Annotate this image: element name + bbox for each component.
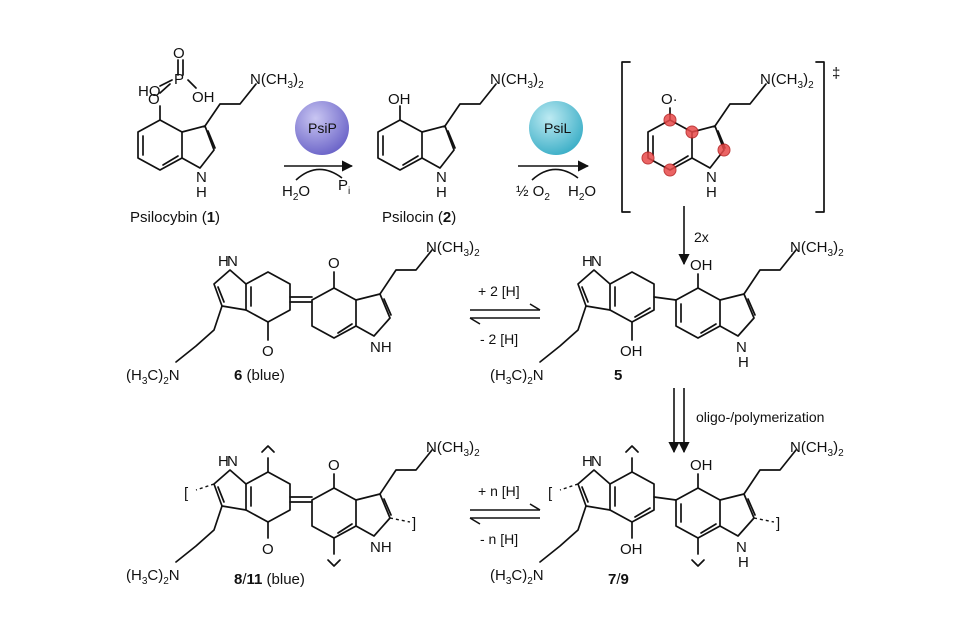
c79-oh-bottom: OH [620,541,643,558]
compound-5-structure [539,249,797,363]
c811-nh-h: H [218,453,229,470]
compound-5-nh-h: H [582,253,593,270]
radical-site-2 [641,151,655,165]
psip-water-label: H2O [282,183,310,203]
equilibrium-backward-head [469,317,481,325]
compound-6-nh-h: N [227,253,238,270]
compound-79-structure [539,449,797,563]
compound-5-nme2-label: N(CH3)2 [790,239,844,259]
psilocybin-po-label: O [173,45,185,62]
compound-811-label: 8/11 (blue) [234,571,305,588]
c79-n-label: N [736,539,747,556]
c811-nh-label: NH [370,539,392,556]
equilibrium-forward-nh-head [529,503,541,511]
psilocin-structure [377,83,497,171]
psilocybin-structure [137,59,257,171]
c811-bracket-top [261,445,275,453]
double-dagger: ‡ [832,65,840,82]
compound-6-nh-label: NH [370,339,392,356]
psilocybin-h-label: H [196,184,207,201]
psip-enzyme-sphere [295,101,349,155]
compound-5-h3c2n-label: (H3C)2N [490,367,544,387]
psil-oxygen-label: ½ O2 [516,183,550,203]
radical-structure [647,83,767,171]
psil-water-label: H2O [568,183,596,203]
psilocybin-name: Psilocybin (1) [130,209,220,226]
equilibrium-backward-nh-head [469,517,481,525]
radical-n-label: N [706,169,717,186]
compound-5-nh-n: N [591,253,602,270]
c811-bracket-left: [ [184,485,189,502]
radical-h-label: H [706,184,717,201]
c79-nh-n: N [591,453,602,470]
compound-6-label: 6 (blue) [234,367,285,384]
c79-h-label: H [738,554,749,571]
equilibrium-forward-head [529,303,541,311]
intermediate-bracket-left [621,61,631,213]
psilocybin-nme2-label: N(CH3)2 [250,71,304,91]
psilocybin-p-label: P [174,71,184,88]
psilocin-nme2-label: N(CH3)2 [490,71,544,91]
compound-811-structure [175,449,433,563]
psip-curved-arrow [295,168,343,181]
plus-2h-label: + 2 [H] [478,283,520,299]
compound-5-oh-bottom: OH [620,343,643,360]
c79-nh-h: H [582,453,593,470]
c79-bracket-left: [ [548,485,553,502]
psilocin-n-label: N [436,169,447,186]
psilocin-oh-label: OH [388,91,411,108]
compound-6-nme2-label: N(CH3)2 [426,239,480,259]
compound-6-h3c2n-label: (H3C)2N [126,367,180,387]
radical-site-1 [663,113,677,127]
dimerization-label: 2x [694,229,709,245]
c79-h3c2n-label: (H3C)2N [490,567,544,587]
c811-nh-n: N [227,453,238,470]
radical-site-3 [685,125,699,139]
minus-2h-label: - 2 [H] [480,331,518,347]
c79-bracket-bottom [691,559,705,567]
plus-nh-label: + n [H] [478,483,520,499]
c811-h3c2n-label: (H3C)2N [126,567,180,587]
c79-nme2-label: N(CH3)2 [790,439,844,459]
psilocybin-o-label: O [148,91,160,108]
compound-6-nh-n: H [218,253,229,270]
c79-oh-top: OH [690,457,713,474]
radical-o-label: O· [661,91,678,108]
compound-5-oh-top: OH [690,257,713,274]
c79-bracket-top [625,445,639,453]
compound-79-label: 7/9 [608,571,629,588]
radical-site-5 [717,143,731,157]
compound-5-n-label: N [736,339,747,356]
psilocin-name: Psilocin (2) [382,209,456,226]
psilocin-h-label: H [436,184,447,201]
c811-nme2-label: N(CH3)2 [426,439,480,459]
compound-5-h-label: H [738,354,749,371]
compound-6-o-bottom: O [262,343,274,360]
psil-enzyme-sphere [529,101,583,155]
intermediate-bracket-right [815,61,825,213]
compound-6-structure [175,249,433,363]
psil-curved-arrow [531,168,579,181]
c811-bracket-right: ] [412,515,416,532]
psilocybin-oh-label: OH [192,89,215,106]
c811-o-bottom: O [262,541,274,558]
psil-label: PsiL [544,120,571,136]
compound-5-label: 5 [614,367,622,384]
minus-nh-label: - n [H] [480,531,518,547]
radical-site-4 [663,163,677,177]
oligomerization-label: oligo-/polymerization [696,409,824,425]
compound-6-o-top: O [328,255,340,272]
c811-o-top: O [328,457,340,474]
psilocybin-ho-label: HO [138,83,161,100]
c811-bracket-bottom [327,559,341,567]
psip-pi-label: Pi [338,177,350,197]
psilocybin-nh-label: N [196,169,207,186]
radical-nme2-label: N(CH3)2 [760,71,814,91]
c79-bracket-right: ] [776,515,780,532]
psip-label: PsiP [308,120,337,136]
